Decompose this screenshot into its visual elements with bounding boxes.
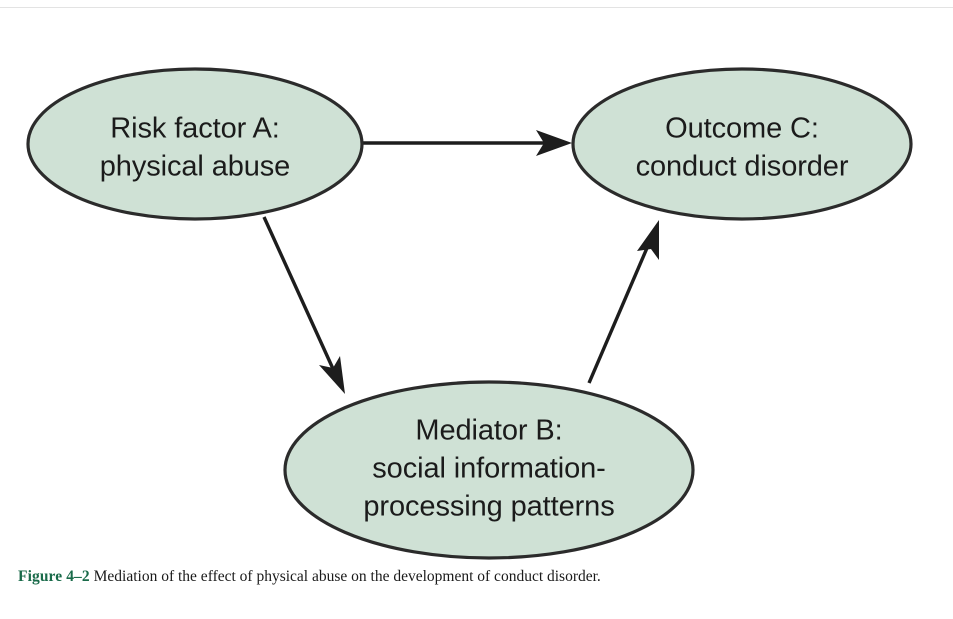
node-mediator-b-line-2: social information-	[372, 453, 605, 485]
node-mediator-b-line-1: Mediator B:	[415, 415, 562, 447]
node-outcome-c-line-2: conduct disorder	[636, 151, 849, 183]
edge-b-to-c-arrowhead	[637, 220, 659, 260]
mediation-diagram: Risk factor A: physical abuse Outcome C:…	[26, 67, 913, 560]
node-risk-factor-a-line-2: physical abuse	[100, 151, 290, 183]
edge-a-to-b-arrowhead	[319, 356, 345, 394]
node-mediator-b[interactable]: Mediator B: social information- processi…	[283, 380, 695, 560]
figure-image: Risk factor A: physical abuse Outcome C:…	[0, 8, 953, 564]
figure-caption: Figure 4–2 Mediation of the effect of ph…	[18, 567, 938, 587]
node-risk-factor-a-shape[interactable]	[26, 67, 364, 221]
edge-b-to-c-line	[587, 240, 652, 384]
figure-caption-text: Mediation of the effect of physical abus…	[89, 568, 601, 585]
edge-b-to-c	[587, 220, 659, 384]
edge-a-to-c	[363, 130, 572, 156]
figure-caption-label: Figure 4–2	[18, 568, 90, 585]
edge-a-to-b-line	[262, 216, 336, 372]
node-mediator-b-line-3: processing patterns	[363, 491, 614, 523]
edge-a-to-c-arrowhead	[536, 130, 572, 156]
node-mediator-b-shape[interactable]	[283, 380, 695, 560]
node-outcome-c[interactable]: Outcome C: conduct disorder	[571, 67, 913, 221]
node-risk-factor-a[interactable]: Risk factor A: physical abuse	[26, 67, 364, 221]
node-outcome-c-line-1: Outcome C:	[665, 113, 819, 145]
node-outcome-c-shape[interactable]	[571, 67, 913, 221]
page-top-divider	[0, 7, 953, 8]
node-risk-factor-a-line-1: Risk factor A:	[110, 113, 279, 145]
edge-a-to-b	[262, 216, 345, 394]
